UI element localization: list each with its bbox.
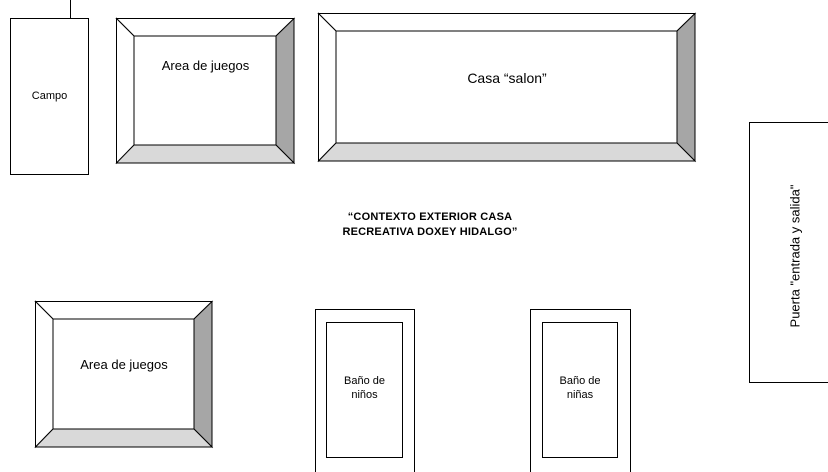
bevel-right [193, 300, 213, 449]
bevel-bottom [34, 428, 214, 448]
casa-salon-bevel [317, 12, 697, 163]
bevel-face [335, 30, 678, 144]
bevel-top [317, 13, 697, 32]
area-juegos-bottom-label: Area de juegos [80, 357, 168, 372]
area-juegos-bottom-bevel [34, 300, 214, 449]
campo-box [10, 18, 89, 175]
bano-ninas-inner [542, 322, 618, 458]
puerta-label: Puerta "entrada y salida" [787, 184, 803, 328]
bano-ninos-label: Baño de niños [344, 375, 385, 401]
area-juegos-top-bevel [115, 17, 296, 165]
campo-post [70, 0, 71, 18]
diagram-title: “CONTEXTO EXTERIOR CASA RECREATIVA DOXEY… [300, 210, 560, 240]
casa-salon-label: Casa “salon” [467, 70, 547, 86]
bevel-top [115, 18, 296, 37]
bevel-face [52, 318, 195, 430]
bevel-face [133, 35, 277, 146]
bevel-left [35, 300, 54, 449]
bevel-left [318, 12, 337, 163]
diagram-title-line-1: “CONTEXTO EXTERIOR CASA [347, 211, 513, 223]
bevel-top [34, 301, 214, 320]
bevel-right [676, 12, 696, 163]
area-juegos-top-label: Area de juegos [161, 58, 250, 73]
bano-ninos-inner [326, 322, 403, 458]
bevel-right [275, 17, 295, 165]
bano-ninas-label: Baño de niñas [559, 375, 601, 401]
diagram-title-line-2: RECREATIVA DOXEY HIDALGO” [342, 226, 518, 238]
puerta-box [749, 122, 828, 383]
bevel-left [116, 17, 135, 165]
campo-label: Campo [31, 89, 68, 102]
bevel-bottom [115, 144, 296, 164]
bevel-bottom [317, 142, 697, 162]
